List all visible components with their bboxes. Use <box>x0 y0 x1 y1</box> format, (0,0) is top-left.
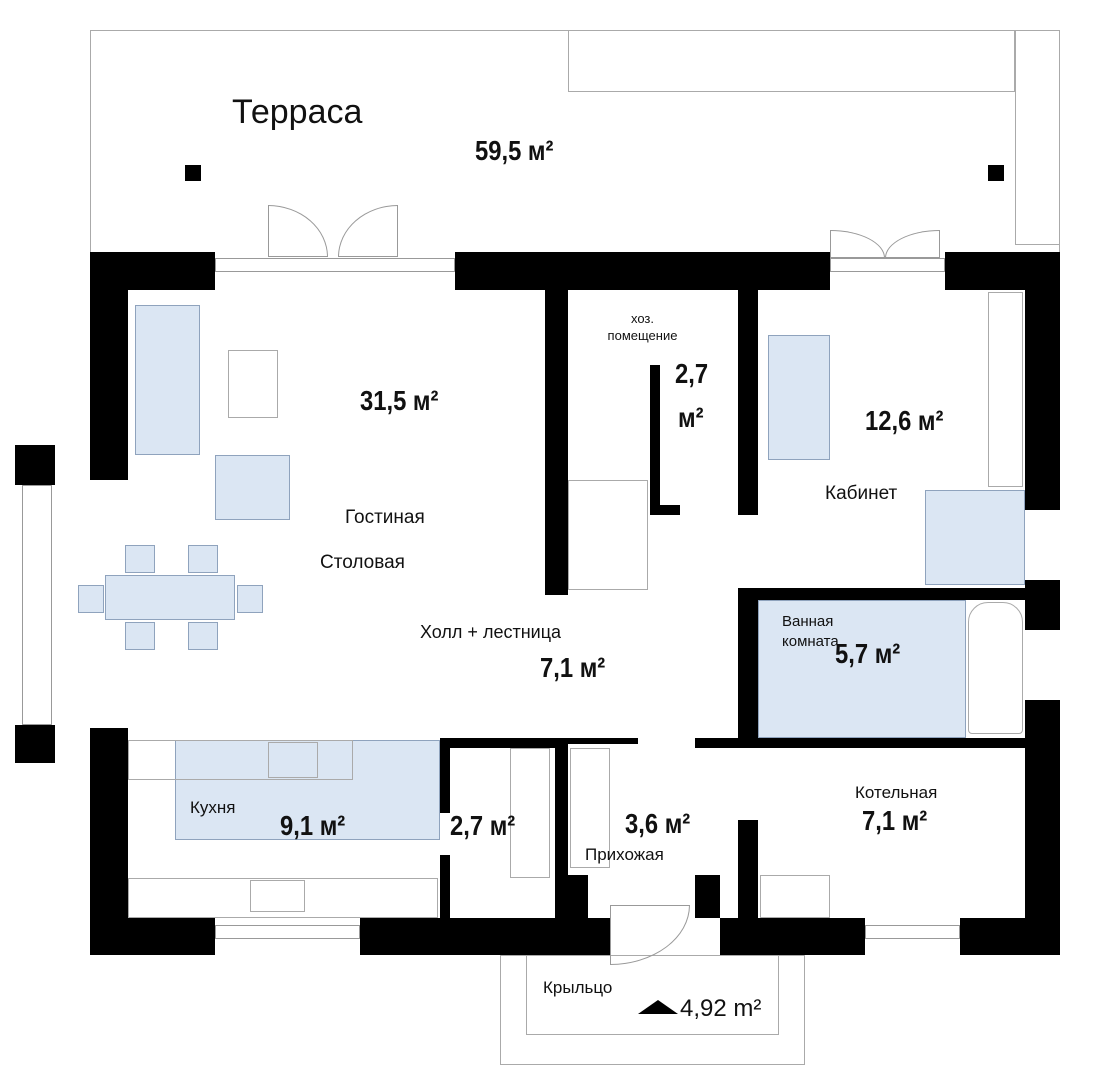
utility-area-unit: м² <box>678 402 704 433</box>
bathtub <box>968 602 1023 734</box>
hall-label: Холл + лестница <box>420 622 562 642</box>
sink-icon <box>250 880 305 912</box>
terrace-label: Терраса <box>232 93 363 131</box>
wall <box>1025 252 1060 510</box>
study-label: Кабинет <box>825 483 898 504</box>
wall <box>738 820 758 920</box>
entry-area: 3,6 м² <box>625 808 691 839</box>
terrace-column-bench <box>1015 30 1060 245</box>
dining-label: Столовая <box>320 552 405 573</box>
terrace-post <box>988 165 1004 181</box>
study-area: 12,6 м² <box>865 405 944 436</box>
boiler-label: Котельная <box>855 783 938 802</box>
wall <box>695 738 1060 748</box>
wall <box>15 725 55 763</box>
wall <box>90 918 215 955</box>
kitchen-label: Кухня <box>190 798 236 817</box>
porch-label: Крыльцо <box>543 978 613 997</box>
wall <box>440 738 568 748</box>
chair <box>78 585 104 613</box>
terrace-area: 59,5 м² <box>475 135 554 166</box>
pantry-area: 2,7 м² <box>450 810 516 841</box>
entry-wardrobe <box>570 748 610 868</box>
wall <box>360 918 610 955</box>
wall <box>650 365 660 515</box>
wall <box>545 290 568 595</box>
armchair <box>215 455 290 520</box>
kitchen-counter <box>128 740 353 780</box>
wall <box>738 588 1060 600</box>
wall <box>738 588 758 748</box>
utility-label: хоз. помещение <box>607 311 678 343</box>
wall <box>555 738 568 918</box>
wall <box>568 875 588 918</box>
wall <box>650 505 680 515</box>
wardrobe <box>988 292 1023 487</box>
kitchen-counter-bottom <box>128 878 438 918</box>
hall-area: 7,1 м² <box>540 652 606 683</box>
wall <box>720 918 865 955</box>
sofa <box>135 305 200 455</box>
window <box>215 258 455 272</box>
wall <box>455 252 830 290</box>
wall <box>695 875 720 918</box>
study-sofa <box>768 335 830 460</box>
window <box>215 925 360 939</box>
wall <box>440 855 450 920</box>
chair <box>125 622 155 650</box>
dining-table <box>105 575 235 620</box>
window <box>865 925 960 939</box>
living-area: 31,5 м² <box>360 385 439 416</box>
boiler-unit <box>760 875 830 918</box>
bathroom-floor <box>758 600 966 738</box>
chair <box>237 585 263 613</box>
living-label: Гостиная <box>345 507 425 528</box>
chair <box>188 545 218 573</box>
wall <box>738 290 758 515</box>
terrace-post <box>185 165 201 181</box>
wall <box>90 728 128 955</box>
desk <box>925 490 1025 585</box>
wall <box>568 738 638 744</box>
chair <box>188 622 218 650</box>
stairs <box>568 480 648 590</box>
porch-area: 4,92 m² <box>680 995 762 1022</box>
kitchen-area: 9,1 м² <box>280 810 346 841</box>
utility-area: 2,7 <box>675 358 709 389</box>
chair <box>125 545 155 573</box>
boiler-area: 7,1 м² <box>862 805 928 836</box>
wall <box>1025 580 1060 600</box>
bathroom-area: 5,7 м² <box>835 638 901 669</box>
coffee-table <box>228 350 278 418</box>
wall <box>440 738 450 813</box>
bathroom-label: Ванная комната <box>782 613 839 650</box>
kitchen-floor <box>175 740 440 840</box>
window <box>830 258 945 272</box>
triangle-icon <box>638 1000 678 1014</box>
stove-icon <box>268 742 318 778</box>
wall <box>90 252 128 480</box>
bay-window <box>22 485 52 725</box>
wall <box>15 445 55 485</box>
entry-label: Прихожая <box>585 845 664 864</box>
pantry-shelf <box>510 748 550 878</box>
terrace-steps <box>568 30 1015 92</box>
